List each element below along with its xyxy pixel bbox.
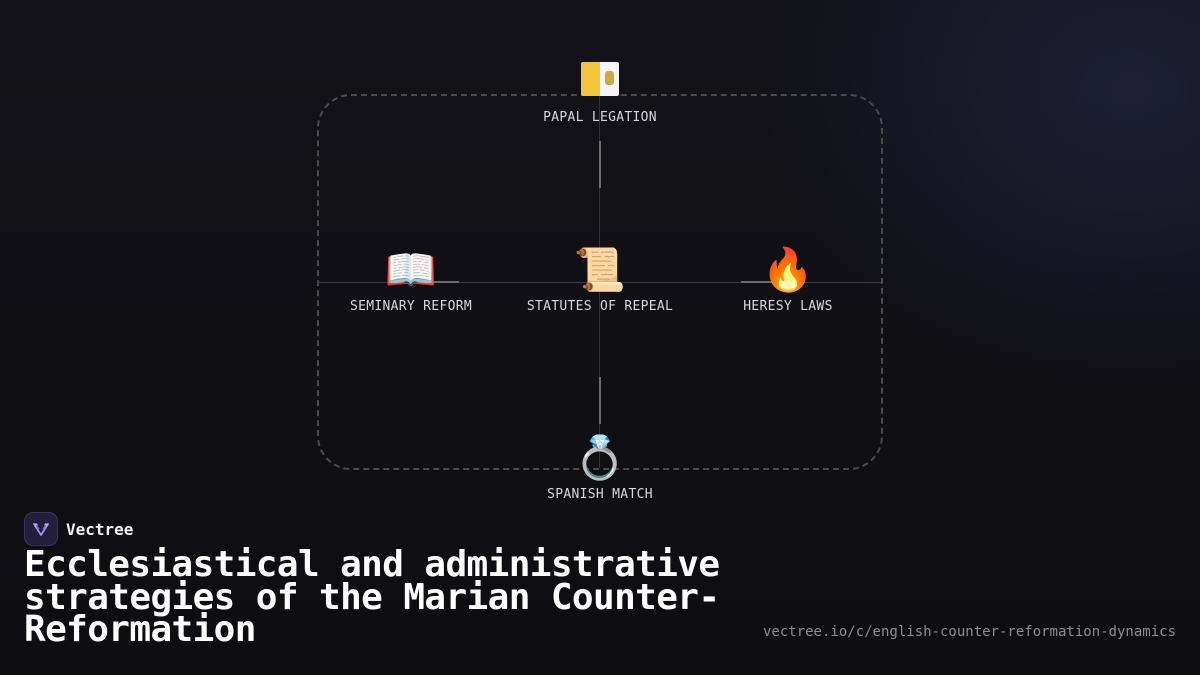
page-title: Ecclesiastical and administrative strate…	[24, 544, 720, 650]
node-statutes-of-repeal[interactable]: 📜 STATUTES OF REPEAL	[490, 245, 710, 314]
connector-statutes-spanish	[599, 377, 601, 424]
vertical-axis-line	[599, 96, 600, 468]
node-seminary-reform[interactable]: 📖 SEMINARY REFORM	[301, 245, 521, 314]
connector-seminary-statutes	[411, 281, 459, 283]
scroll-icon: 📜	[573, 245, 627, 294]
node-label: HERESY LAWS	[743, 299, 833, 314]
vectree-logo-icon	[24, 512, 58, 546]
node-label: SEMINARY REFORM	[350, 299, 472, 314]
brand[interactable]: Vectree	[24, 512, 133, 546]
source-url[interactable]: vectree.io/c/english-counter-reformation…	[762, 624, 1176, 640]
ring-icon: 💍	[573, 433, 627, 482]
connector-statutes-heresy	[741, 281, 789, 283]
node-label: STATUTES OF REPEAL	[526, 299, 674, 314]
node-heresy-laws[interactable]: 🔥 HERESY LAWS	[678, 245, 898, 314]
node-label: SPANISH MATCH	[547, 487, 653, 502]
fire-icon: 🔥	[761, 245, 815, 294]
node-label: PAPAL LEGATION	[543, 110, 657, 125]
connector-papal-statutes	[599, 141, 601, 188]
node-spanish-match[interactable]: 💍 SPANISH MATCH	[490, 433, 710, 502]
node-papal-legation[interactable]: PAPAL LEGATION	[490, 56, 710, 125]
vatican-flag-icon	[581, 56, 619, 106]
open-book-icon: 📖	[384, 245, 438, 294]
brand-name: Vectree	[66, 519, 134, 539]
